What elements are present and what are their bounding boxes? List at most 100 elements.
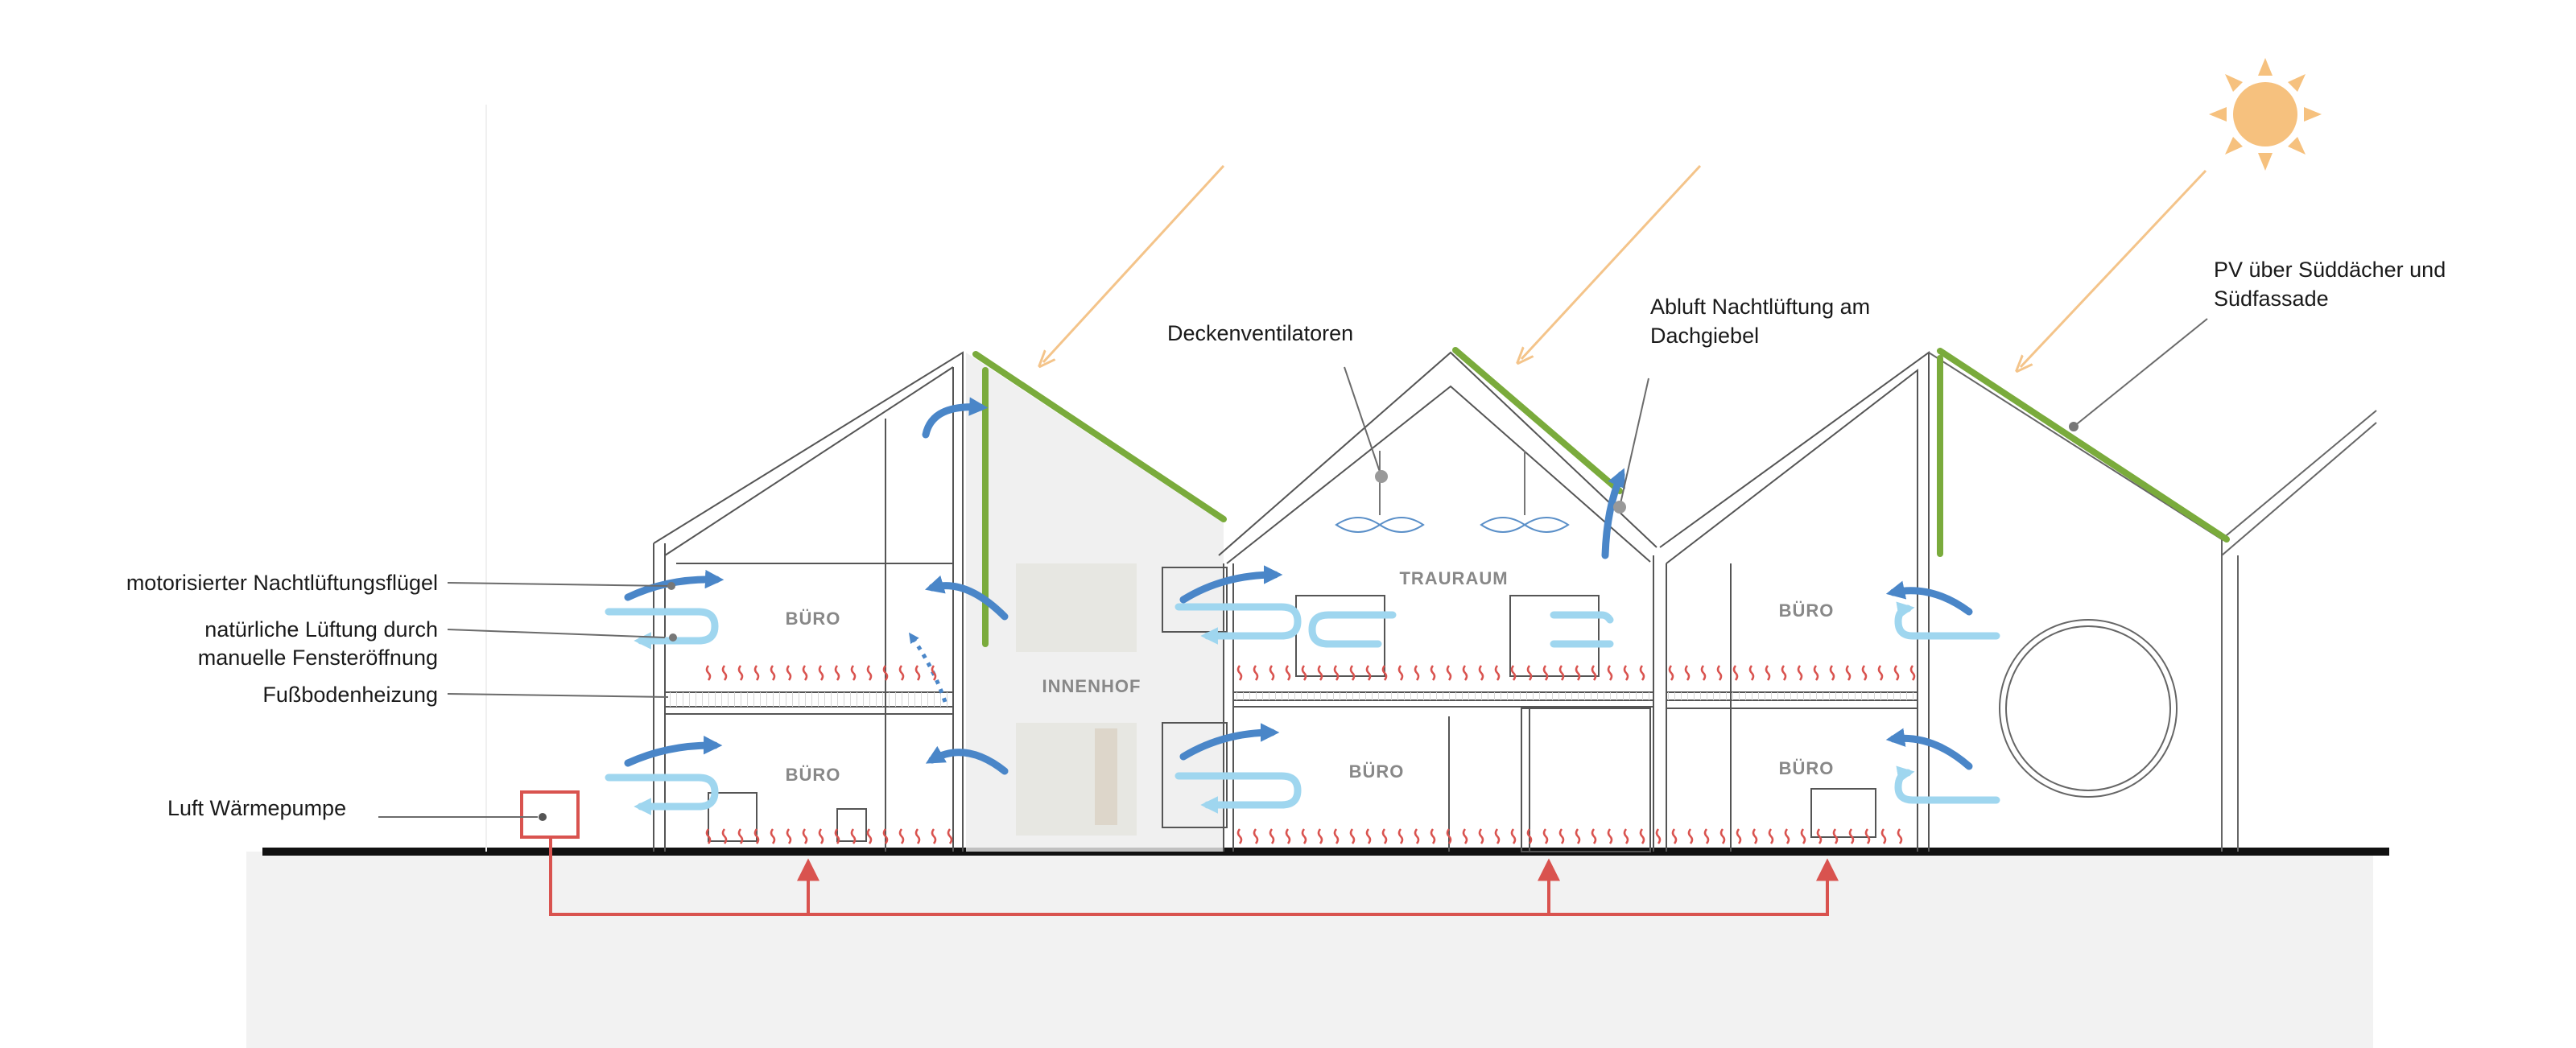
heat-wave: [1719, 828, 1726, 844]
heat-wave: [1269, 828, 1275, 844]
heat-wave: [1736, 828, 1742, 844]
heat-wave: [1816, 828, 1823, 844]
heat-wave: [914, 665, 921, 681]
heat-wave: [1671, 828, 1678, 844]
heat-wave: [1668, 665, 1674, 681]
heat-wave: [1575, 828, 1581, 844]
building-far-right: [1928, 352, 2377, 852]
heat-wave: [1446, 665, 1452, 681]
label-heat-pump: Luft Wärmepumpe: [167, 796, 346, 820]
heat-wave: [1349, 665, 1356, 681]
heat-wave: [786, 665, 792, 681]
label-night-vent-flap: motorisierter Nachtlüftungsflügel: [126, 571, 438, 595]
room-label-buero: BÜRO: [1349, 761, 1405, 782]
heat-wave: [1333, 828, 1340, 844]
heat-wave: [737, 828, 744, 844]
heat-wave: [1765, 665, 1771, 681]
heat-wave: [1253, 665, 1259, 681]
heat-wave: [1526, 665, 1533, 681]
heat-wave: [866, 665, 873, 681]
heat-wave: [1558, 828, 1565, 844]
heat-wave: [1752, 828, 1758, 844]
label-natural-vent-1: natürliche Lüftung durch: [204, 617, 438, 642]
heat-wave: [1797, 665, 1803, 681]
label-ceiling-fans: Deckenventilatoren: [1167, 321, 1353, 345]
heat-wave: [1542, 828, 1549, 844]
heat-wave: [1781, 665, 1787, 681]
heat-wave: [1575, 665, 1581, 681]
sun-rays: [1043, 164, 2207, 367]
heat-wave: [866, 828, 873, 844]
heat-wave: [914, 828, 921, 844]
room-label-innenhof: INNENHOF: [1042, 676, 1141, 696]
natural-ventilation-loops: [605, 601, 2000, 815]
heat-wave: [1317, 665, 1323, 681]
heat-wave: [1285, 828, 1291, 844]
heat-wave: [947, 828, 953, 844]
heat-wave: [1285, 665, 1291, 681]
heat-wave: [898, 828, 905, 844]
heat-wave: [1478, 665, 1484, 681]
label-natural-vent-2: manuelle Fensteröffnung: [198, 646, 438, 670]
room-label-buero: BÜRO: [1779, 758, 1835, 778]
heat-wave: [1526, 828, 1533, 844]
heat-wave: [1494, 828, 1501, 844]
air-flow-arrow-icon: [624, 397, 1973, 775]
heat-wave: [1236, 665, 1243, 681]
heat-wave: [834, 828, 840, 844]
heat-wave: [1861, 665, 1868, 681]
heat-wave: [1845, 665, 1852, 681]
heat-wave: [1700, 665, 1707, 681]
heat-wave: [1510, 828, 1517, 844]
heat-wave: [1848, 828, 1855, 844]
heat-wave: [721, 828, 728, 844]
heat-wave: [834, 665, 840, 681]
heat-wave: [721, 665, 728, 681]
heat-wave: [931, 828, 937, 844]
heat-wave: [1542, 665, 1549, 681]
heat-wave: [1607, 828, 1613, 844]
heat-wave: [818, 665, 824, 681]
ground-area: [246, 852, 2373, 1048]
heat-wave: [1269, 665, 1275, 681]
heating-pipes: [549, 837, 1839, 916]
label-pv-1: PV über Süddächer und: [2214, 258, 2446, 282]
heat-wave: [1236, 828, 1243, 844]
heat-wave: [1301, 828, 1307, 844]
label-floor-heating: Fußbodenheizung: [262, 683, 438, 707]
heat-wave: [1494, 665, 1501, 681]
heat-wave: [1333, 665, 1340, 681]
heat-wave: [1365, 828, 1372, 844]
heat-wave: [1430, 828, 1436, 844]
heat-wave: [1829, 665, 1835, 681]
heat-wave: [1639, 828, 1645, 844]
heat-wave: [882, 665, 889, 681]
heat-wave: [1639, 665, 1645, 681]
heat-wave: [1877, 665, 1884, 681]
heat-wave: [1591, 665, 1597, 681]
heat-wave: [1893, 665, 1900, 681]
heat-wave: [1462, 828, 1468, 844]
room-label-buero: BÜRO: [1779, 600, 1835, 621]
heat-wave: [1784, 828, 1790, 844]
label-exhaust-1: Abluft Nachtlüftung am: [1650, 295, 1870, 319]
heat-wave: [1365, 665, 1372, 681]
heat-wave: [1510, 665, 1517, 681]
heat-wave: [1909, 665, 1916, 681]
heat-wave: [1397, 828, 1404, 844]
heat-wave: [1462, 665, 1468, 681]
round-window: [1999, 619, 2178, 798]
floor-heating-icon: [705, 665, 1916, 844]
leader-lines: [378, 318, 2208, 818]
heat-wave: [1478, 828, 1484, 844]
heat-wave: [802, 665, 808, 681]
heat-wave: [1813, 665, 1819, 681]
heat-wave: [737, 665, 744, 681]
heat-wave: [705, 828, 712, 844]
heat-wave: [818, 828, 824, 844]
heat-wave: [1397, 665, 1404, 681]
heat-wave: [1381, 665, 1388, 681]
room-label-buero: BÜRO: [786, 609, 841, 629]
room-label-trauraum: TRAURAUM: [1399, 568, 1508, 588]
